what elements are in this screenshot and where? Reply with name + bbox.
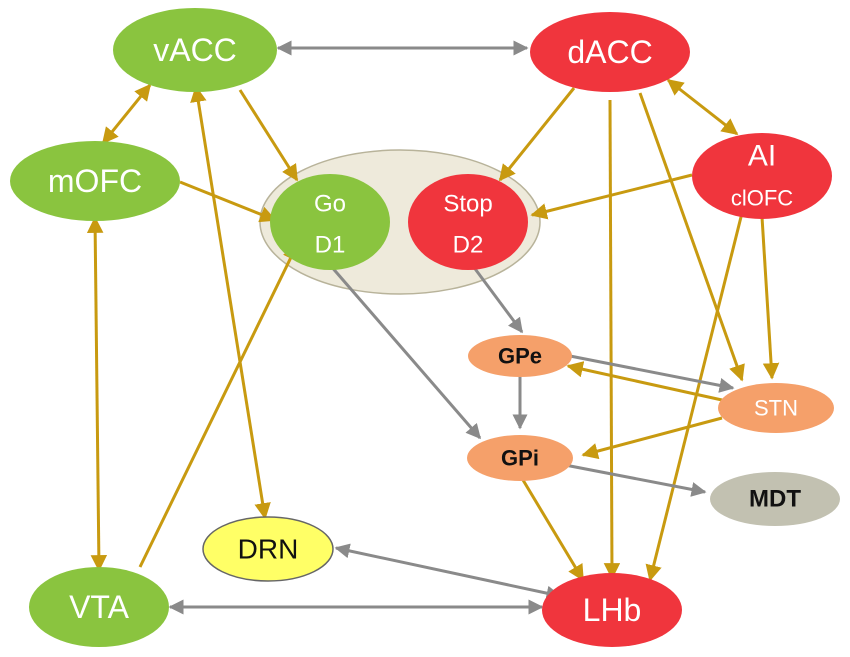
node-lhb: LHb bbox=[542, 573, 682, 647]
gold-arrows bbox=[86, 78, 780, 582]
arrow-mofc-vta bbox=[86, 216, 108, 572]
node-d1-label: D1 bbox=[315, 232, 346, 259]
node-mdt: MDT bbox=[710, 472, 840, 526]
arrow-gpe-stn bbox=[569, 354, 735, 393]
node-vta: VTA bbox=[29, 567, 169, 647]
node-go-d1: Go D1 bbox=[270, 174, 390, 270]
arrow-stn-gpe bbox=[566, 361, 723, 402]
arrow-gpi-lhb bbox=[521, 479, 585, 582]
node-lhb-label: LHb bbox=[583, 592, 642, 628]
node-stn: STN bbox=[718, 383, 834, 433]
arrow-vacc-go bbox=[238, 89, 299, 182]
node-vta-label: VTA bbox=[69, 589, 130, 625]
node-mofc-label: mOFC bbox=[48, 163, 142, 199]
arrow-vta-go bbox=[138, 243, 299, 568]
arrow-dacc-ai bbox=[666, 78, 739, 136]
node-clofc-label: clOFC bbox=[731, 186, 793, 211]
node-ai-clofc: AI clOFC bbox=[692, 133, 832, 219]
node-stop-d2: Stop D2 bbox=[408, 174, 528, 270]
node-mofc: mOFC bbox=[10, 141, 180, 221]
node-gpi-label: GPi bbox=[501, 446, 539, 471]
node-drn-label: DRN bbox=[238, 534, 299, 565]
node-vacc-label: vACC bbox=[153, 32, 237, 68]
arrow-ai-lhb bbox=[645, 212, 744, 582]
arrow-vacc-mofc bbox=[101, 83, 152, 145]
node-dacc-label: dACC bbox=[567, 34, 652, 70]
node-vacc: vACC bbox=[113, 8, 277, 92]
node-mdt-label: MDT bbox=[749, 486, 801, 513]
arrow-dacc-stop bbox=[498, 87, 576, 182]
node-dacc: dACC bbox=[530, 12, 690, 92]
arrow-vacc-drn bbox=[190, 85, 271, 520]
node-gpi: GPi bbox=[467, 435, 573, 481]
arrow-mofc-go bbox=[179, 180, 277, 223]
node-gpe: GPe bbox=[468, 335, 572, 377]
node-stop-label: Stop bbox=[443, 191, 492, 218]
node-ai-label: AI bbox=[748, 140, 776, 173]
arrow-dacc-stn bbox=[638, 92, 745, 382]
node-d2-label: D2 bbox=[453, 232, 484, 259]
arrow-dacc-lhb bbox=[603, 99, 621, 580]
arrow-stn-gpi bbox=[581, 416, 723, 460]
arrow-stop-gpe bbox=[468, 261, 524, 334]
arrow-ai-stop bbox=[530, 173, 693, 220]
arrow-d1-gpi bbox=[328, 264, 482, 440]
arrow-ai-stn bbox=[760, 216, 780, 380]
gray-arrows bbox=[168, 40, 735, 615]
arrow-gpi-mdt bbox=[564, 463, 707, 497]
node-drn: DRN bbox=[202, 516, 334, 582]
arrow-drn-lhb bbox=[334, 543, 562, 601]
node-gpe-label: GPe bbox=[498, 344, 542, 369]
node-go-label: Go bbox=[314, 191, 346, 218]
node-stn-label: STN bbox=[754, 396, 798, 421]
